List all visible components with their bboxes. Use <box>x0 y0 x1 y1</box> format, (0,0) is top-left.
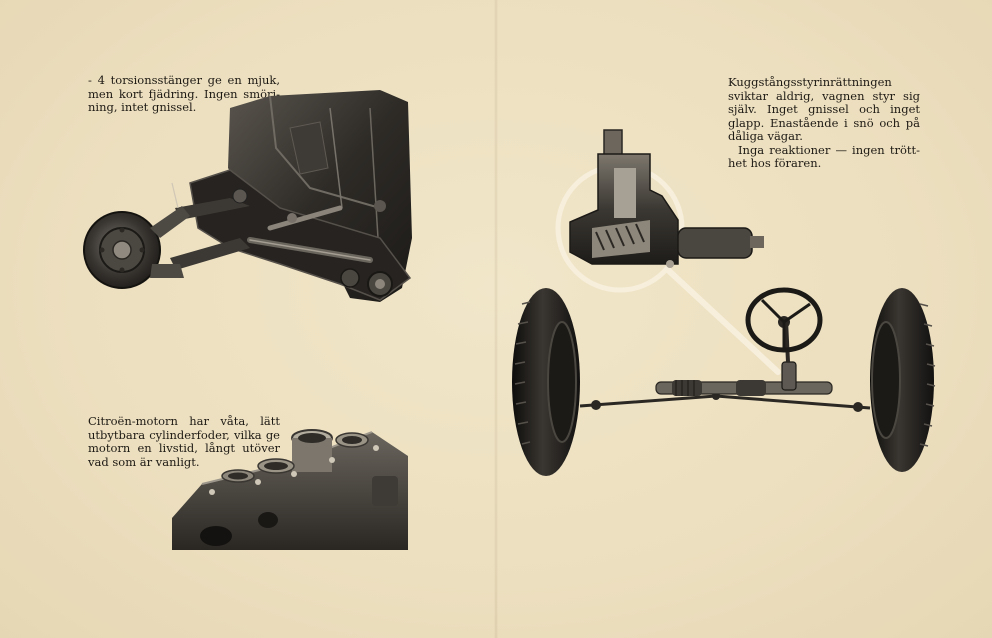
steering-caption: Kuggstångsstyrinrättningen sviktar aldri… <box>728 75 920 171</box>
torsion-bar-text: - 4 torsionsstänger ge en mjuk, men kort… <box>88 73 280 114</box>
front-suspension-illustration <box>83 90 412 302</box>
steering-illustration <box>512 129 936 476</box>
engine-block-illustration <box>172 429 408 550</box>
engine-caption: Citroën-motorn har våta, lätt utbytbara … <box>88 414 280 469</box>
torsion-bar-caption: - 4 torsionsstänger ge en mjuk, men kort… <box>88 73 280 115</box>
page-fold <box>494 0 498 638</box>
steering-text-2: Inga reaktioner — ingen trött­het hos fö… <box>728 142 920 170</box>
engine-text: Citroën-motorn har våta, lätt utbytbara … <box>88 414 280 469</box>
steering-text-1: Kuggstångsstyrinrättningen sviktar aldri… <box>728 75 920 143</box>
